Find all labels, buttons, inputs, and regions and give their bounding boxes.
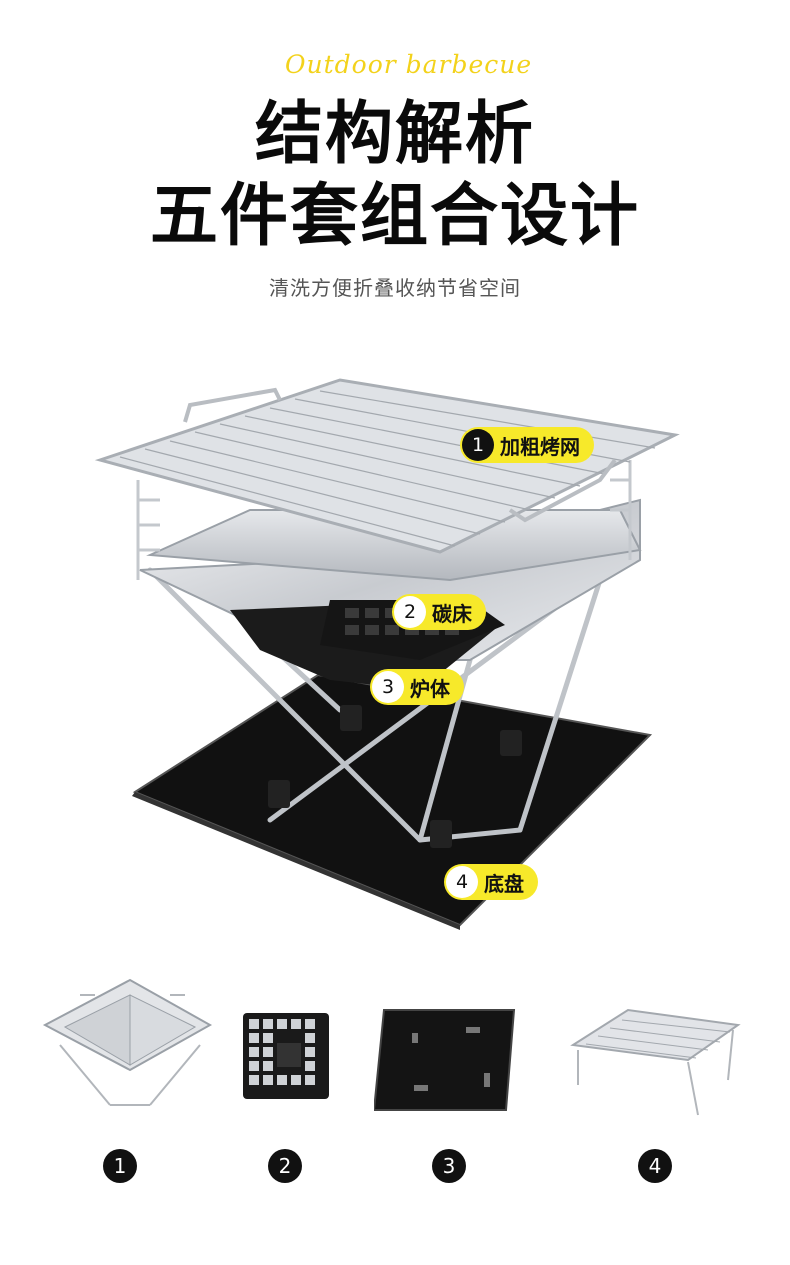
callout-label: 底盘 xyxy=(484,871,524,896)
component-number-4: 4 xyxy=(638,1149,672,1183)
callout-number: 2 xyxy=(394,596,426,628)
component-number-1: 1 xyxy=(103,1149,137,1183)
component-number-2: 2 xyxy=(268,1149,302,1183)
callout-number: 3 xyxy=(372,671,404,703)
component-number-3: 3 xyxy=(432,1149,466,1183)
base-clips xyxy=(268,705,522,848)
thumbnail-base-plate xyxy=(374,1009,516,1111)
callout-label: 加粗烤网 xyxy=(500,434,580,459)
thumbnail-firebox xyxy=(42,978,213,1106)
grill-main-illustration xyxy=(94,378,680,930)
callout-label: 炉体 xyxy=(410,676,450,701)
side-rails xyxy=(136,460,632,580)
callout-label: 碳床 xyxy=(432,601,472,626)
page-subtitle: 清洗方便折叠收纳节省空间 xyxy=(269,276,521,300)
callout-firebox: 3 炉体 xyxy=(370,669,464,705)
callout-charcoal-bed: 2 碳床 xyxy=(392,594,486,630)
page-title: 结构解析 xyxy=(254,95,535,174)
callout-base-plate: 4 底盘 xyxy=(444,864,538,900)
callout-number: 4 xyxy=(446,866,478,898)
thumbnail-grill-grate xyxy=(570,1008,741,1116)
callout-number: 1 xyxy=(462,429,494,461)
page-title-secondary: 五件套组合设计 xyxy=(149,177,640,256)
base-plate-shape xyxy=(132,673,653,930)
script-tagline: Outdoor barbecue xyxy=(285,50,533,79)
callout-grill-grate: 1 加粗烤网 xyxy=(460,427,594,463)
thumbnail-charcoal-bed xyxy=(243,1013,329,1099)
